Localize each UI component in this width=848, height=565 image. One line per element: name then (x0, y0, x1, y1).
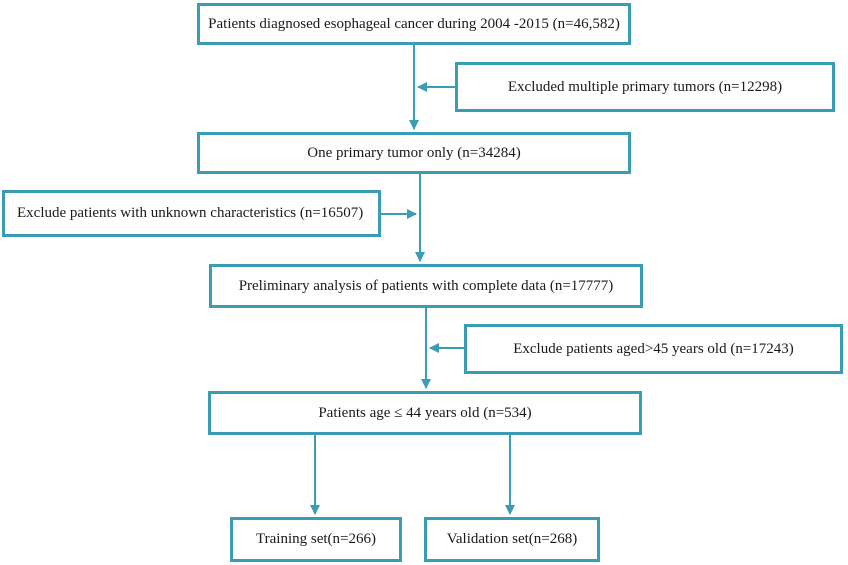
exclude-age-label: Exclude patients aged>45 years old (n=17… (513, 340, 794, 357)
age-selected-label: Patients age ≤ 44 years old (n=534) (318, 404, 532, 421)
start-population-box: Patients diagnosed esophageal cancer dur… (197, 3, 631, 45)
excluded-multiple-tumors-box: Excluded multiple primary tumors (n=1229… (455, 62, 835, 112)
preliminary-analysis-box: Preliminary analysis of patients with co… (209, 264, 643, 308)
training-set-label: Training set(n=266) (256, 531, 376, 547)
one-primary-tumor-label: One primary tumor only (n=34284) (307, 144, 521, 161)
excluded-multiple-tumors-label: Excluded multiple primary tumors (n=1229… (507, 78, 783, 95)
age-selected-box: Patients age ≤ 44 years old (n=534) (208, 391, 642, 435)
training-set-box: Training set(n=266) (230, 517, 402, 562)
one-primary-tumor-box: One primary tumor only (n=34284) (197, 132, 631, 174)
validation-set-box: Validation set(n=268) (424, 517, 600, 562)
preliminary-analysis-label: Preliminary analysis of patients with co… (238, 277, 614, 294)
exclude-unknown-characteristics-label: Exclude patients with unknown characteri… (17, 205, 364, 221)
validation-set-label: Validation set(n=268) (446, 531, 578, 547)
exclude-unknown-characteristics-box: Exclude patients with unknown characteri… (2, 190, 381, 237)
start-population-label: Patients diagnosed esophageal cancer dur… (208, 15, 620, 32)
exclude-age-box: Exclude patients aged>45 years old (n=17… (464, 324, 843, 374)
